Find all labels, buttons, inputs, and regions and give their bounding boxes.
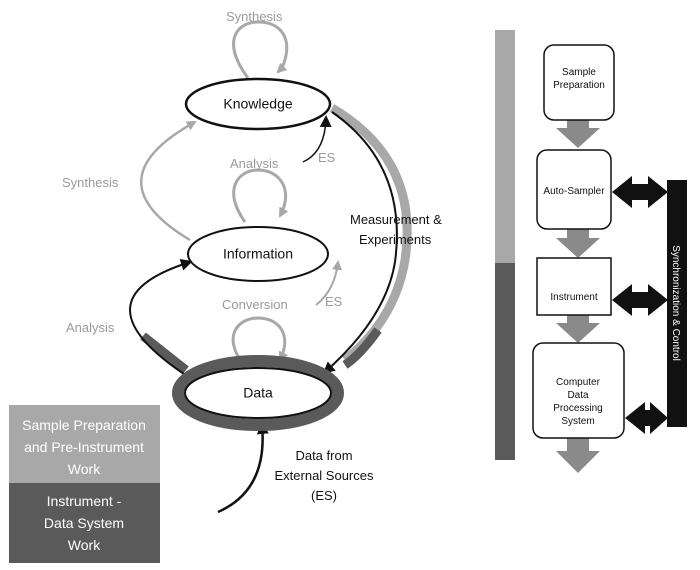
legend-dark-line1: Instrument - bbox=[47, 493, 122, 509]
legend-light-line1: Sample Preparation bbox=[22, 417, 146, 433]
computer-box bbox=[532, 342, 625, 439]
flow-arrow-1 bbox=[556, 120, 600, 148]
flow-arrow-2 bbox=[556, 229, 600, 258]
analysis-mid-label: Analysis bbox=[230, 156, 279, 171]
external-label-line1: Data from bbox=[295, 448, 352, 463]
sync-arrow-autosampler bbox=[612, 176, 668, 208]
es-label-knowledge: ES bbox=[318, 150, 336, 165]
computer-line4: System bbox=[561, 416, 594, 427]
synthesis-loop bbox=[232, 20, 289, 79]
sample-prep-box bbox=[543, 44, 615, 121]
measurement-band-dark bbox=[342, 327, 382, 369]
computer-line1: Computer bbox=[556, 377, 601, 388]
data-node bbox=[184, 367, 332, 419]
sample-prep-line2: Preparation bbox=[553, 80, 605, 91]
autosampler-label: Auto-Sampler bbox=[543, 186, 605, 197]
measurement-label-line2: Experiments bbox=[359, 232, 432, 247]
es-label-information: ES bbox=[325, 294, 343, 309]
synthesis-top-label: Synthesis bbox=[226, 9, 283, 24]
measurement-label-line1: Measurement & bbox=[350, 212, 442, 227]
phase-bar-light bbox=[495, 30, 515, 263]
synthesis-left-label: Synthesis bbox=[62, 175, 119, 190]
conversion-label: Conversion bbox=[222, 297, 288, 312]
information-node bbox=[187, 226, 329, 282]
flow-arrow-3 bbox=[556, 315, 600, 343]
sync-arrow-instrument bbox=[612, 284, 668, 316]
external-label-line3: (ES) bbox=[311, 488, 337, 503]
analysis-band-dark bbox=[140, 332, 189, 374]
legend-light-line2: and Pre-Instrument bbox=[24, 439, 144, 455]
es-arrow-knowledge bbox=[302, 115, 332, 163]
legend-dark-line2: Data System bbox=[44, 515, 124, 531]
autosampler-box bbox=[536, 149, 612, 230]
analysis-left-label: Analysis bbox=[66, 320, 115, 335]
sync-arrow-computer bbox=[625, 402, 668, 434]
analysis-arrow bbox=[129, 259, 193, 379]
instrument-box bbox=[536, 257, 612, 316]
measurement-arrow bbox=[322, 111, 398, 374]
knowledge-label: Knowledge bbox=[223, 96, 292, 112]
phase-bar-dark bbox=[495, 263, 515, 460]
knowledge-node bbox=[184, 77, 332, 131]
external-arrow bbox=[217, 422, 269, 514]
information-label: Information bbox=[223, 246, 293, 262]
computer-line3: Processing bbox=[553, 403, 602, 414]
flow-arrow-4 bbox=[556, 438, 600, 473]
sync-label: Synchronization & Control bbox=[670, 245, 681, 361]
conversion-loop bbox=[231, 316, 289, 365]
computer-line2: Data bbox=[567, 390, 589, 401]
analysis-loop bbox=[232, 168, 289, 223]
data-label: Data bbox=[243, 385, 273, 401]
external-label-line2: External Sources bbox=[275, 468, 374, 483]
legend-dark-box bbox=[9, 483, 160, 563]
es-arrow-information bbox=[315, 260, 343, 306]
sync-bar bbox=[667, 180, 687, 427]
instrument-label: Instrument bbox=[550, 292, 597, 303]
synthesis-arrow bbox=[140, 120, 197, 242]
legend-dark-line3: Work bbox=[68, 537, 101, 553]
legend-light-line3: Work bbox=[68, 461, 101, 477]
data-ring bbox=[172, 355, 344, 431]
legend-light-box bbox=[9, 405, 160, 483]
sample-prep-line1: Sample bbox=[562, 67, 596, 78]
